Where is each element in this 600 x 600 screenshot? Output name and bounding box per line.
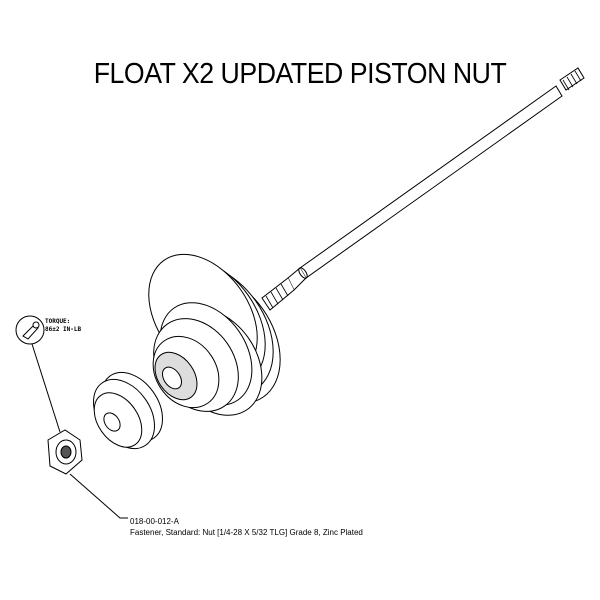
torque-leader-line (31, 343, 61, 433)
torque-wrench-icon (15, 315, 45, 345)
part-callout: 018-00-012-A Fastener, Standard: Nut [1/… (130, 516, 363, 538)
valve-body (93, 371, 163, 450)
torque-label: TORQUE: (45, 318, 71, 325)
piston-nut (47, 429, 83, 475)
torque-value: 86±2 IN-LB (45, 326, 82, 333)
main-piston (148, 253, 281, 416)
part-description: Fastener, Standard: Nut [1/4-28 X 5/32 T… (130, 528, 363, 537)
diagram-title: FLOAT X2 UPDATED PISTON NUT (93, 58, 507, 90)
torque-callout: TORQUE: 86±2 IN-LB (45, 318, 81, 334)
part-leader-line (69, 473, 128, 519)
piston-shaft (261, 67, 585, 311)
part-number: 018-00-012-A (130, 517, 179, 526)
